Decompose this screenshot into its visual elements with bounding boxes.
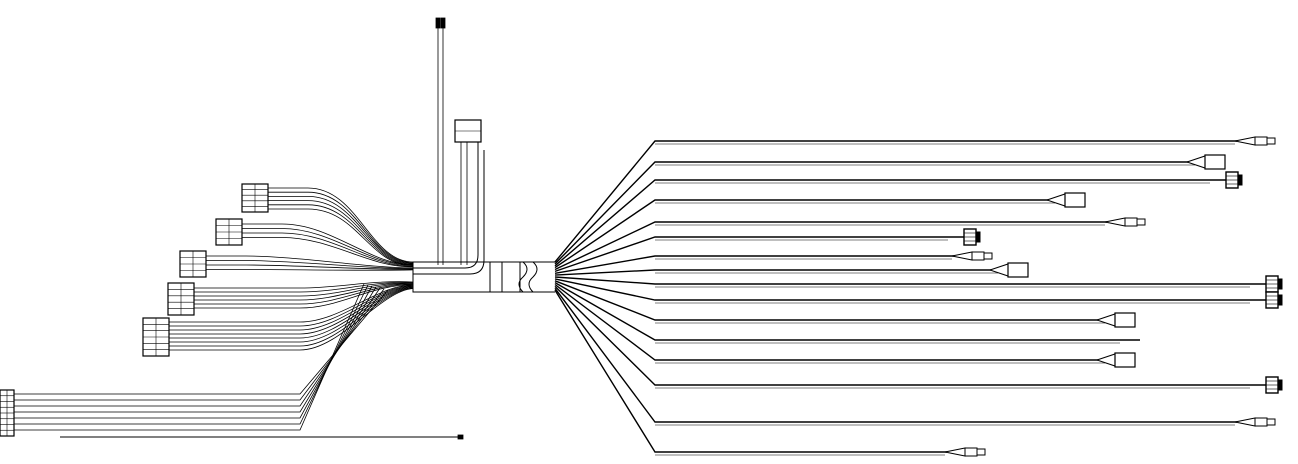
wire — [268, 204, 414, 265]
pigtail-end — [435, 17, 441, 29]
box-connector — [1114, 312, 1136, 328]
wire — [169, 285, 414, 331]
plug-connector-tip — [1136, 218, 1146, 226]
wire-branch — [554, 179, 1230, 267]
wire-terminal — [457, 434, 464, 440]
box-connector-lead — [1095, 313, 1116, 327]
wire-branch — [554, 283, 1125, 361]
wire — [268, 187, 414, 263]
plug-connector — [951, 251, 973, 261]
wire — [169, 287, 414, 347]
plug-connector-body — [964, 447, 978, 457]
wire — [194, 283, 414, 301]
plug-connector-body — [1254, 136, 1268, 146]
plug-connector-body — [971, 251, 985, 261]
wire-branch — [554, 199, 1075, 269]
plug-connector — [1234, 417, 1256, 427]
multi-connector-latch — [1237, 174, 1243, 186]
top-branch-bend — [413, 120, 479, 269]
box-connector — [1064, 192, 1086, 208]
multi-connector-latch — [1277, 278, 1283, 290]
wire — [206, 264, 414, 270]
wire — [206, 260, 414, 270]
wire — [169, 288, 414, 351]
wire-branch — [554, 278, 1270, 301]
wire — [14, 286, 377, 413]
wire-branch — [554, 269, 1018, 276]
plug-connector-body — [1254, 417, 1268, 427]
plug-connector — [1104, 217, 1126, 227]
wire-branch — [554, 289, 965, 453]
trunk-sleeve — [412, 261, 491, 293]
multi-connector-latch — [1277, 294, 1283, 306]
box-connector-lead — [1045, 193, 1066, 207]
wire-branch — [554, 255, 972, 274]
right-branches — [554, 136, 1283, 457]
plug-connector — [944, 447, 966, 457]
box-connector — [1114, 352, 1136, 368]
wire — [14, 285, 373, 419]
left-branches — [0, 183, 464, 440]
wire — [194, 281, 414, 293]
wire — [242, 232, 414, 267]
wire — [242, 223, 414, 266]
wire — [14, 289, 389, 395]
plug-connector-tip — [976, 448, 986, 456]
box-connector-lead — [988, 263, 1009, 277]
wire-branch — [554, 287, 1255, 423]
top-branch — [435, 17, 482, 265]
wire-branch — [554, 280, 1125, 321]
plug-connector-tip — [1266, 137, 1276, 145]
box-connector-lead — [1185, 155, 1206, 169]
multi-connector-latch — [975, 231, 981, 243]
box-connector-lead — [1095, 353, 1116, 367]
wire — [14, 288, 385, 401]
wire — [242, 228, 414, 267]
plug-connector — [1234, 136, 1256, 146]
wire — [14, 284, 369, 425]
wire — [14, 287, 381, 407]
harness-trunk — [412, 120, 555, 293]
break-symbol — [518, 261, 528, 293]
wire — [169, 286, 414, 339]
wire-branch — [554, 140, 1255, 263]
top-branch-bend — [413, 150, 485, 275]
plug-connector-body — [1124, 217, 1138, 227]
pigtail-end — [440, 17, 446, 29]
wire — [206, 255, 414, 269]
box-connector — [1007, 262, 1029, 278]
wire-branch — [554, 285, 1270, 386]
wire — [268, 208, 414, 266]
wire-branch — [554, 161, 1215, 265]
wire — [194, 284, 414, 309]
wire — [194, 281, 414, 289]
multi-connector-latch — [1277, 379, 1283, 391]
wire-branch — [554, 276, 1270, 285]
break-symbol — [528, 261, 538, 293]
plug-connector-tip — [1266, 418, 1276, 426]
wire-branch — [554, 236, 968, 273]
wire — [206, 269, 414, 271]
wire — [268, 200, 414, 265]
wire — [242, 237, 414, 268]
wire — [268, 191, 414, 264]
wire — [194, 282, 414, 297]
wire — [14, 283, 365, 431]
box-connector — [1204, 154, 1226, 170]
plug-connector-tip — [983, 252, 993, 260]
wire — [169, 285, 414, 327]
wire-branch — [554, 221, 1125, 271]
wire — [194, 283, 414, 305]
wire — [268, 196, 414, 264]
wire-branch — [554, 281, 1140, 341]
